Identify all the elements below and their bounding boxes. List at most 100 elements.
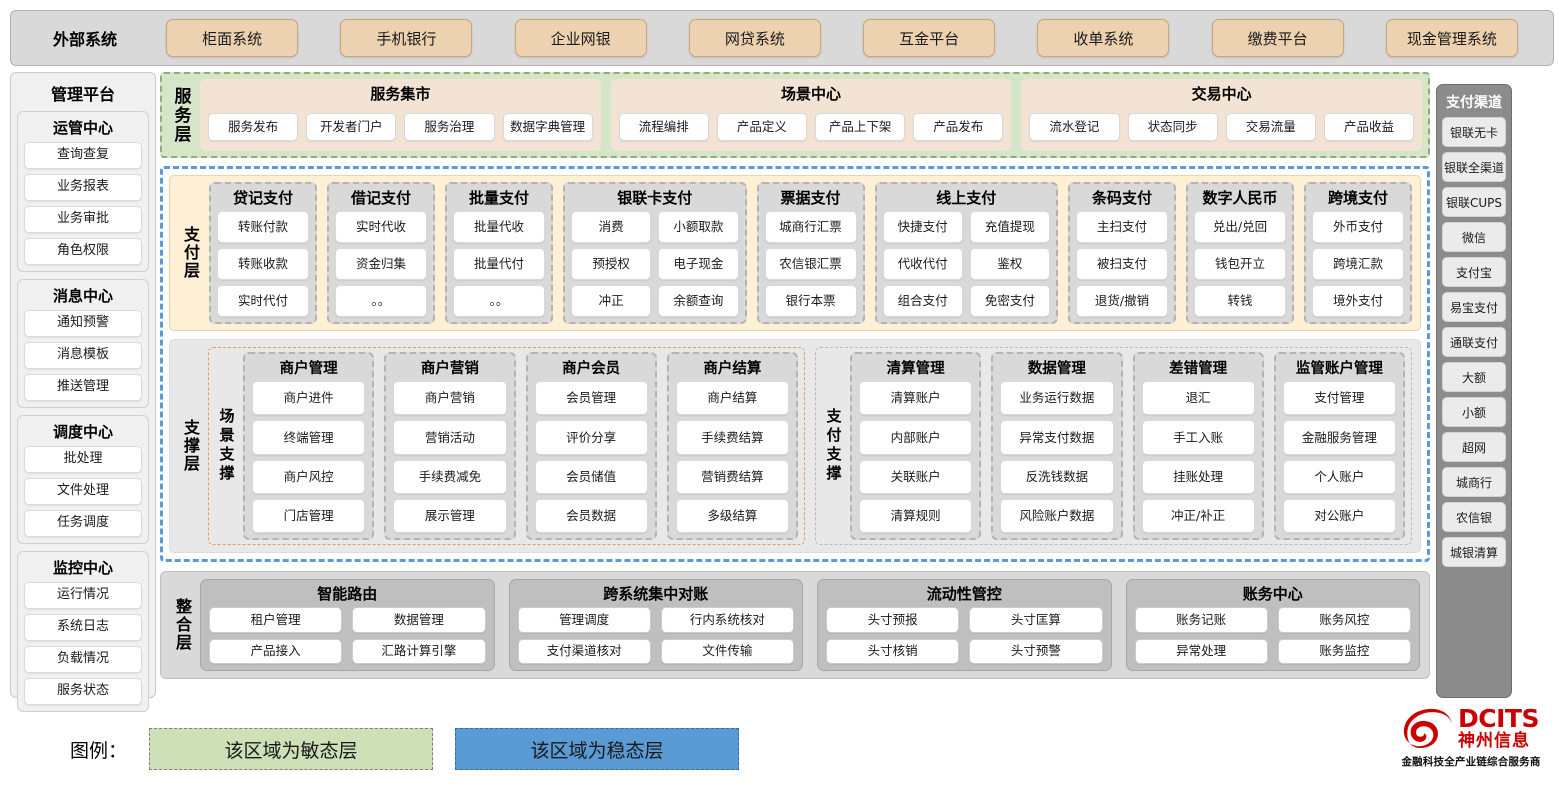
integration-item[interactable]: 头寸预警 xyxy=(969,638,1103,664)
integration-item[interactable]: 账务监控 xyxy=(1277,638,1411,664)
support-item[interactable]: 商户风控 xyxy=(252,459,366,494)
management-item[interactable]: 服务状态 xyxy=(24,678,142,705)
payment-channel-item[interactable]: 小额 xyxy=(1442,397,1506,427)
payment-item[interactable]: 批量代收 xyxy=(453,211,546,243)
payment-item[interactable]: 小额取款 xyxy=(658,211,739,243)
integration-item[interactable]: 汇路计算引擎 xyxy=(352,638,486,664)
support-item[interactable]: 手续费减免 xyxy=(393,459,507,494)
support-item[interactable]: 评价分享 xyxy=(534,420,648,455)
support-item[interactable]: 展示管理 xyxy=(393,498,507,533)
management-item[interactable]: 系统日志 xyxy=(24,614,142,641)
payment-item[interactable]: 代收代付 xyxy=(882,248,963,280)
service-item[interactable]: 交易流量 xyxy=(1225,112,1316,141)
support-item[interactable]: 商户营销 xyxy=(393,381,507,416)
external-system-chip[interactable]: 收单系统 xyxy=(1037,19,1170,57)
payment-item[interactable]: 农信银汇票 xyxy=(764,248,857,280)
management-item[interactable]: 运行情况 xyxy=(24,582,142,609)
management-item[interactable]: 文件处理 xyxy=(24,478,142,505)
integration-item[interactable]: 管理调度 xyxy=(517,607,651,633)
support-item[interactable]: 营销费结算 xyxy=(675,459,789,494)
payment-item[interactable]: 快捷支付 xyxy=(882,211,963,243)
support-item[interactable]: 手续费结算 xyxy=(675,420,789,455)
payment-item[interactable]: 跨境汇款 xyxy=(1312,248,1405,280)
support-item[interactable]: 反洗钱数据 xyxy=(1000,459,1114,494)
payment-channel-item[interactable]: 易宝支付 xyxy=(1442,292,1506,322)
payment-item[interactable]: 转账收款 xyxy=(217,248,310,280)
management-item[interactable]: 业务报表 xyxy=(24,174,142,201)
payment-item[interactable]: 鉴权 xyxy=(969,248,1050,280)
payment-item[interactable]: 兑出/兑回 xyxy=(1193,211,1286,243)
service-item[interactable]: 流程编排 xyxy=(618,112,709,141)
integration-item[interactable]: 租户管理 xyxy=(209,607,343,633)
support-item[interactable]: 商户结算 xyxy=(675,381,789,416)
payment-item[interactable]: 资金归集 xyxy=(335,248,428,280)
payment-channel-item[interactable]: 通联支付 xyxy=(1442,327,1506,357)
payment-channel-item[interactable]: 城银清算 xyxy=(1442,537,1506,567)
payment-item[interactable]: 电子现金 xyxy=(658,248,739,280)
integration-item[interactable]: 账务风控 xyxy=(1277,607,1411,633)
external-system-chip[interactable]: 现金管理系统 xyxy=(1385,19,1518,57)
support-item[interactable]: 业务运行数据 xyxy=(1000,381,1114,416)
service-item[interactable]: 产品上下架 xyxy=(815,112,906,141)
payment-channel-item[interactable]: 超网 xyxy=(1442,432,1506,462)
service-item[interactable]: 产品定义 xyxy=(716,112,808,141)
service-item[interactable]: 流水登记 xyxy=(1029,112,1120,141)
support-item[interactable]: 退汇 xyxy=(1141,381,1255,416)
external-system-chip[interactable]: 企业网银 xyxy=(514,19,647,57)
support-item[interactable]: 清算账户 xyxy=(859,381,973,416)
support-item[interactable]: 多级结算 xyxy=(675,498,789,533)
support-item[interactable]: 门店管理 xyxy=(252,498,366,533)
payment-item[interactable]: 钱包开立 xyxy=(1193,248,1286,280)
integration-item[interactable]: 数据管理 xyxy=(352,607,486,633)
payment-item[interactable]: 冲正 xyxy=(571,285,652,317)
payment-item[interactable]: 免密支付 xyxy=(969,285,1050,317)
support-item[interactable]: 挂账处理 xyxy=(1141,459,1255,494)
management-item[interactable]: 消息模板 xyxy=(24,342,142,369)
payment-item[interactable]: 预授权 xyxy=(571,248,652,280)
external-system-chip[interactable]: 网贷系统 xyxy=(688,19,821,57)
support-item[interactable]: 会员管理 xyxy=(534,381,648,416)
integration-item[interactable]: 账务记账 xyxy=(1134,607,1268,633)
external-system-chip[interactable]: 互金平台 xyxy=(863,19,996,57)
payment-item[interactable]: 转钱 xyxy=(1193,285,1286,317)
support-item[interactable]: 营销活动 xyxy=(393,420,507,455)
service-item[interactable]: 产品发布 xyxy=(913,112,1004,141)
integration-item[interactable]: 支付渠道核对 xyxy=(517,638,651,664)
payment-item[interactable]: 。。 xyxy=(453,285,546,317)
management-item[interactable]: 角色权限 xyxy=(24,238,142,265)
integration-item[interactable]: 产品接入 xyxy=(209,638,343,664)
payment-channel-item[interactable]: 银联全渠道 xyxy=(1442,152,1506,182)
payment-item[interactable]: 转账付款 xyxy=(217,211,310,243)
support-item[interactable]: 金融服务管理 xyxy=(1282,420,1396,455)
payment-item[interactable]: 被扫支付 xyxy=(1075,248,1168,280)
payment-channel-item[interactable]: 城商行 xyxy=(1442,467,1506,497)
integration-item[interactable]: 头寸匡算 xyxy=(969,607,1103,633)
payment-channel-item[interactable]: 银联CUPS xyxy=(1442,187,1506,217)
support-item[interactable]: 会员储值 xyxy=(534,459,648,494)
integration-item[interactable]: 行内系统核对 xyxy=(660,607,794,633)
support-item[interactable]: 个人账户 xyxy=(1282,459,1396,494)
payment-item[interactable]: 余额查询 xyxy=(658,285,739,317)
integration-item[interactable]: 异常处理 xyxy=(1134,638,1268,664)
support-item[interactable]: 会员数据 xyxy=(534,498,648,533)
payment-channel-item[interactable]: 大额 xyxy=(1442,362,1506,392)
payment-item[interactable]: 。。 xyxy=(335,285,428,317)
payment-item[interactable]: 消费 xyxy=(571,211,652,243)
payment-item[interactable]: 城商行汇票 xyxy=(764,211,857,243)
support-item[interactable]: 对公账户 xyxy=(1282,498,1396,533)
management-item[interactable]: 批处理 xyxy=(24,446,142,473)
payment-item[interactable]: 批量代付 xyxy=(453,248,546,280)
integration-item[interactable]: 头寸核销 xyxy=(826,638,960,664)
support-item[interactable]: 内部账户 xyxy=(859,420,973,455)
support-item[interactable]: 异常支付数据 xyxy=(1000,420,1114,455)
service-item[interactable]: 服务治理 xyxy=(404,112,495,141)
payment-item[interactable]: 退货/撤销 xyxy=(1075,285,1168,317)
service-item[interactable]: 数据字典管理 xyxy=(502,112,593,141)
service-item[interactable]: 服务发布 xyxy=(208,112,299,141)
payment-channel-item[interactable]: 农信银 xyxy=(1442,502,1506,532)
management-item[interactable]: 业务审批 xyxy=(24,206,142,233)
support-item[interactable]: 手工入账 xyxy=(1141,420,1255,455)
external-system-chip[interactable]: 缴费平台 xyxy=(1211,19,1344,57)
support-item[interactable]: 终端管理 xyxy=(252,420,366,455)
payment-channel-item[interactable]: 微信 xyxy=(1442,222,1506,252)
